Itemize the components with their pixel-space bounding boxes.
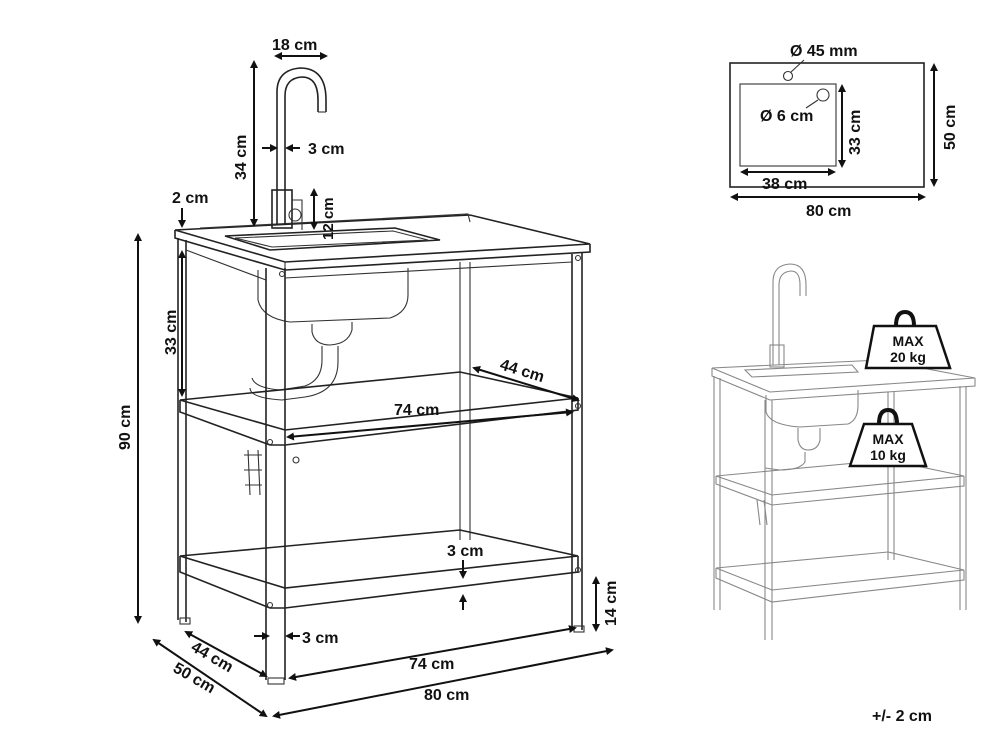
load-view-drawing: [711, 263, 976, 640]
faucet-pipe-label: 3 cm: [308, 141, 344, 158]
shelf-weight-max-label: MAX: [872, 431, 904, 447]
main-dimension-lines: [134, 52, 614, 719]
top-basin-width-label: 38 cm: [762, 176, 807, 193]
shelf-weight-value-label: 10 kg: [870, 447, 906, 463]
tolerance-note: +/- 2 cm: [872, 708, 932, 725]
shelf-thickness-label: 3 cm: [447, 543, 483, 560]
top-weight-value-label: 20 kg: [890, 349, 926, 365]
total-height-label: 90 cm: [117, 405, 134, 450]
bottom-clearance-label: 14 cm: [603, 581, 620, 626]
top-weight-max-label: MAX: [892, 333, 924, 349]
top-total-width-label: 80 cm: [806, 203, 851, 220]
top-view-labels: Ø 45 mm Ø 6 cm 33 cm 38 cm 50 cm 80 cm: [760, 43, 959, 220]
top-basin-depth-label: 33 cm: [847, 110, 864, 155]
tap-hole-label: Ø 45 mm: [790, 43, 858, 60]
faucet-width-label: 18 cm: [272, 37, 317, 54]
faucet-base-label: 12 cm: [320, 197, 337, 240]
top-total-depth-label: 50 cm: [942, 105, 959, 150]
outer-width-label: 80 cm: [424, 687, 469, 704]
main-dimension-labels: 18 cm 34 cm 3 cm 12 cm 2 cm 33 cm 90 cm …: [117, 37, 620, 704]
top-thickness-label: 2 cm: [172, 190, 208, 207]
drain-hole-label: Ø 6 cm: [760, 108, 813, 125]
faucet-height-label: 34 cm: [233, 135, 250, 180]
load-view-labels: MAX 20 kg MAX 10 kg: [870, 333, 926, 463]
basin-depth-label: 33 cm: [163, 310, 180, 355]
shelf-width-label: 74 cm: [394, 402, 439, 419]
inner-width-label: 74 cm: [409, 656, 454, 673]
top-view-drawing: [729, 59, 938, 201]
leg-width-label: 3 cm: [302, 630, 338, 647]
